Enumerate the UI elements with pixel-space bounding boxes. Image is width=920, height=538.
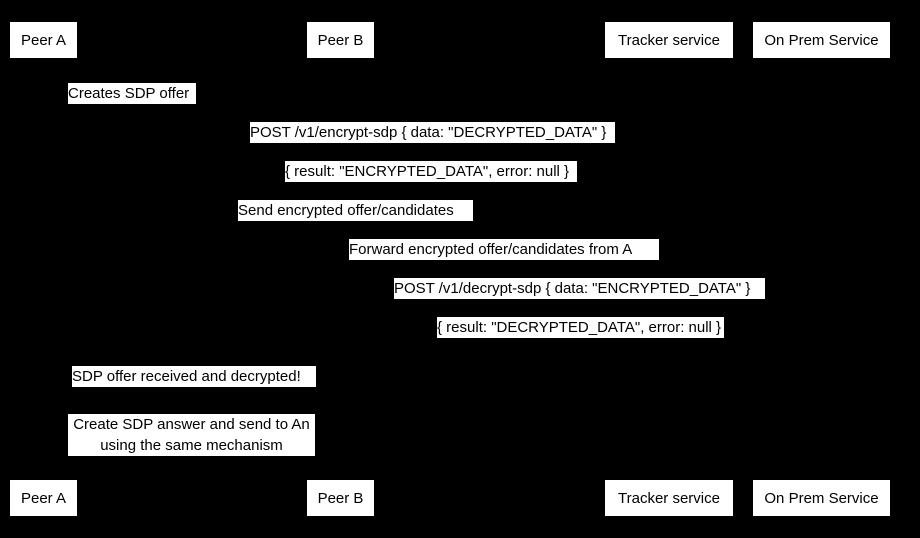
message-creates-sdp-offer: Creates SDP offer [68, 83, 196, 104]
participant-footer-tracker-service[interactable]: Tracker service [605, 480, 733, 516]
arrow-send-encrypted-offer [43, 222, 668, 223]
participant-header-peer-b[interactable]: Peer B [307, 22, 374, 58]
message-decrypt-sdp-result: { result: "DECRYPTED_DATA", error: null … [437, 317, 724, 338]
message-post-encrypt-sdp: POST /v1/encrypt-sdp { data: "DECRYPTED_… [250, 122, 615, 143]
participant-header-peer-a[interactable]: Peer A [10, 22, 77, 58]
message-encrypt-sdp-result: { result: "ENCRYPTED_DATA", error: null … [285, 161, 577, 182]
lifeline-tracker-service [668, 58, 669, 473]
message-forward-encrypted-offer: Forward encrypted offer/candidates from … [349, 239, 659, 260]
participant-label: Peer A [20, 489, 67, 507]
participant-label: On Prem Service [764, 31, 879, 49]
message-post-decrypt-sdp: POST /v1/decrypt-sdp { data: "ENCRYPTED_… [394, 278, 765, 299]
message-create-sdp-answer-line1: Create SDP answer and send to An [73, 416, 310, 433]
participant-footer-peer-a[interactable]: Peer A [10, 480, 77, 516]
participant-label: Tracker service [618, 31, 720, 49]
participant-label: Peer B [317, 489, 364, 507]
participant-header-on-prem-service[interactable]: On Prem Service [753, 22, 890, 58]
participant-label: Tracker service [618, 489, 720, 507]
message-sdp-offer-received: SDP offer received and decrypted! [72, 366, 316, 387]
participant-label: On Prem Service [764, 489, 879, 507]
message-create-sdp-answer: Create SDP answer and send to An using t… [68, 414, 315, 456]
lifeline-peer-a [43, 58, 44, 473]
arrow-encrypt-sdp-result [43, 183, 821, 184]
participant-footer-on-prem-service[interactable]: On Prem Service [753, 480, 890, 516]
participant-label: Peer A [20, 31, 67, 49]
message-create-sdp-answer-line2: using the same mechanism [100, 437, 283, 454]
arrow-decrypt-sdp-result [340, 339, 821, 340]
arrow-forward-encrypted-offer [340, 261, 668, 262]
participant-footer-peer-b[interactable]: Peer B [307, 480, 374, 516]
message-send-encrypted-offer: Send encrypted offer/candidates [238, 200, 473, 221]
lifeline-on-prem-service [821, 58, 822, 473]
participant-header-tracker-service[interactable]: Tracker service [605, 22, 733, 58]
arrow-post-decrypt-sdp [340, 300, 821, 301]
lifeline-peer-b [340, 58, 341, 473]
arrow-creates-sdp-offer [43, 104, 68, 105]
arrow-post-encrypt-sdp [43, 144, 821, 145]
participant-label: Peer B [317, 31, 364, 49]
